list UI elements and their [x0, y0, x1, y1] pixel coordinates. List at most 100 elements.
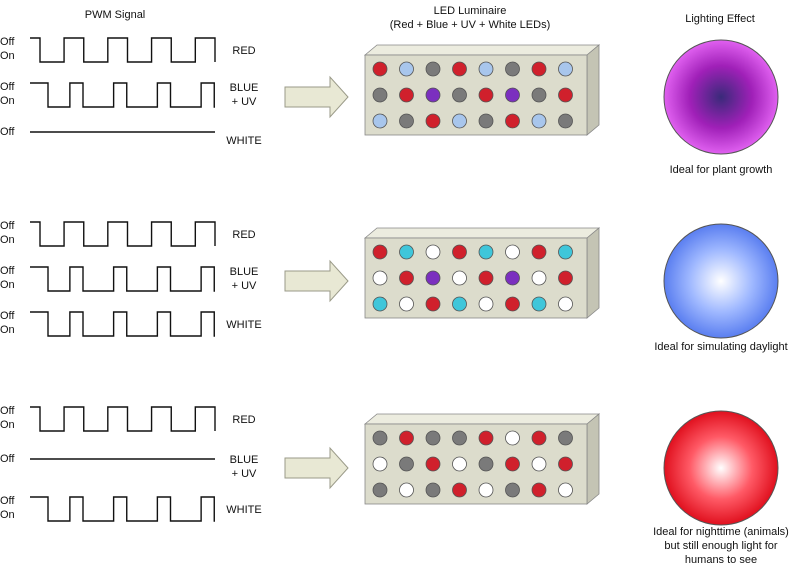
row-3-led-2-1 [372, 456, 388, 472]
row-3-led-1-3 [425, 430, 441, 446]
row-1-panel-side [586, 44, 600, 136]
row-3-led-2-2 [399, 456, 414, 472]
row-1-led-2-8 [558, 87, 573, 103]
row-2-led-3-5 [478, 296, 494, 312]
row-3-led-1-1 [372, 430, 388, 446]
row-1-led-1-1 [372, 61, 388, 77]
row-2-lighting-effect-sphere [663, 223, 779, 339]
row-2-led-2-8 [558, 270, 573, 286]
row-1-led-3-6 [505, 113, 520, 129]
row-1-led-1-6 [505, 61, 520, 77]
row-2-led-2-7 [531, 270, 547, 286]
row-2-led-1-6 [505, 244, 520, 260]
row-2-panel-top [363, 227, 601, 239]
row-2-arrow [284, 259, 349, 303]
row-3-led-2-4 [452, 456, 467, 472]
header-pwm-signal: PWM Signal [84, 9, 146, 21]
row-2-led-1-1 [372, 244, 388, 260]
row-1-led-3-8 [558, 113, 573, 129]
row-3-panel-top [363, 413, 601, 425]
row-1-led-3-2 [399, 113, 414, 129]
row-1-signal-blue-label-2: + UV [231, 96, 257, 108]
row-2-led-3-6 [505, 296, 520, 312]
row-1-led-2-3 [425, 87, 441, 103]
row-2-led-2-4 [452, 270, 467, 286]
row-3-signal-white-label: WHITE [226, 504, 262, 516]
row-1-signal-blue-off-label: Off [0, 81, 15, 93]
header-lighting-effect: Lighting Effect [685, 13, 755, 25]
row-2-signal-blue-on-label: On [0, 279, 15, 291]
row-1-led-1-5 [478, 61, 494, 77]
row-1-led-3-1 [372, 113, 388, 129]
row-2-led-3-1 [372, 296, 388, 312]
row-3-caption-line-2: but still enough light for [664, 540, 778, 552]
row-1-panel-top [363, 44, 601, 56]
row-1-signal-blue-trace [30, 82, 215, 108]
row-1-led-1-4 [452, 61, 467, 77]
row-1-panel-face [364, 54, 588, 136]
row-2-led-3-3 [425, 296, 441, 312]
row-2-led-2-2 [399, 270, 414, 286]
row-1-signal-red-trace [30, 37, 216, 63]
row-1-led-2-4 [452, 87, 467, 103]
row-3-led-1-4 [452, 430, 467, 446]
row-3-panel-face [364, 423, 588, 505]
row-1-signal-white-label: WHITE [226, 135, 262, 147]
row-3-signal-red-on-label: On [0, 419, 15, 431]
row-2-signal-white-trace [30, 311, 215, 337]
row-3-signal-blue-label-2: + UV [231, 468, 257, 480]
row-2-led-3-7 [531, 296, 547, 312]
row-1-led-1-2 [399, 61, 414, 77]
row-3-led-2-6 [505, 456, 520, 472]
row-3-led-3-3 [425, 482, 441, 498]
row-1-led-2-1 [372, 87, 388, 103]
row-2-signal-red-trace [30, 221, 216, 247]
row-1-led-2-7 [531, 87, 547, 103]
row-1-caption: Ideal for plant growth [669, 164, 773, 176]
row-2-signal-red-on-label: On [0, 234, 15, 246]
row-3-led-3-1 [372, 482, 388, 498]
row-2-led-3-2 [399, 296, 414, 312]
row-3-signal-red-label: RED [232, 414, 256, 426]
row-3-caption-line-1: Ideal for nighttime (animals) [653, 526, 789, 538]
row-3-panel-side [586, 413, 600, 505]
row-2-led-1-2 [399, 244, 414, 260]
row-2-led-1-3 [425, 244, 441, 260]
row-2-signal-red-off-label: Off [0, 220, 15, 232]
row-2-led-2-6 [505, 270, 520, 286]
row-3-led-2-7 [531, 456, 547, 472]
row-1-led-2-6 [505, 87, 520, 103]
row-2-caption: Ideal for simulating daylight [654, 341, 788, 353]
row-2-led-2-1 [372, 270, 388, 286]
row-1-signal-white-off-label: Off [0, 126, 15, 138]
row-3-led-3-7 [531, 482, 547, 498]
row-1-led-1-8 [558, 61, 573, 77]
row-2-signal-blue-label-2: + UV [231, 280, 257, 292]
row-3-caption-line-3: humans to see [684, 554, 758, 566]
header-led-composition: (Red + Blue + UV + White LEDs) [389, 19, 551, 31]
row-1-led-3-4 [452, 113, 467, 129]
row-2-signal-blue-trace [30, 266, 215, 292]
row-1-led-2-5 [478, 87, 494, 103]
row-1-led-3-5 [478, 113, 494, 129]
row-2-led-3-4 [452, 296, 467, 312]
row-3-led-2-5 [478, 456, 494, 472]
row-1-led-2-2 [399, 87, 414, 103]
row-3-led-3-4 [452, 482, 467, 498]
row-1-signal-red-on-label: On [0, 50, 15, 62]
row-2-led-3-8 [558, 296, 573, 312]
row-1-led-1-3 [425, 61, 441, 77]
row-3-led-1-6 [505, 430, 520, 446]
row-3-signal-blue-label-1: BLUE [229, 454, 259, 466]
row-1-signal-red-off-label: Off [0, 36, 15, 48]
row-2-led-1-5 [478, 244, 494, 260]
row-2-signal-white-label: WHITE [226, 319, 262, 331]
row-1-arrow [284, 75, 349, 119]
row-3-led-1-5 [478, 430, 494, 446]
row-3-signal-red-trace [30, 406, 216, 432]
row-1-led-3-7 [531, 113, 547, 129]
row-2-signal-blue-label-1: BLUE [229, 266, 259, 278]
row-3-led-1-8 [558, 430, 573, 446]
